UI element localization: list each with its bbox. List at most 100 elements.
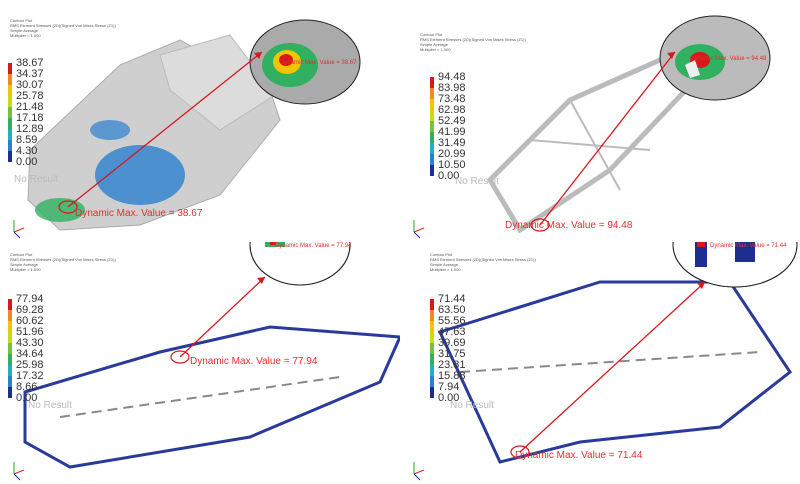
legend-value: 25.98 bbox=[16, 359, 44, 371]
legend-value: 55.56 bbox=[438, 315, 466, 327]
header-title: Contour Plot bbox=[10, 18, 33, 23]
legend-color-band bbox=[8, 354, 12, 365]
legend-value: 71.44 bbox=[438, 293, 466, 305]
legend-value: 0.00 bbox=[16, 156, 38, 168]
header-title: Contour Plot bbox=[10, 252, 33, 257]
legend-color-band bbox=[8, 387, 12, 398]
legend-value: 41.99 bbox=[438, 126, 466, 138]
magnifier-circle bbox=[249, 242, 351, 286]
legend-value: 43.30 bbox=[16, 337, 44, 349]
callout-arrow bbox=[67, 51, 263, 208]
magnified-max-label: Dynamic Max. Value = 94.48 bbox=[690, 56, 767, 62]
legend-color-band bbox=[430, 99, 434, 110]
legend-color-band bbox=[430, 310, 434, 321]
no-result-label: No Result bbox=[14, 174, 58, 185]
legend-color-band bbox=[430, 77, 434, 88]
legend-color-band bbox=[8, 129, 12, 140]
legend-value: 10.50 bbox=[438, 159, 466, 171]
legend-color-band bbox=[8, 376, 12, 387]
legend-value: 17.32 bbox=[16, 370, 44, 382]
header-multiplier: Multiplier = 1.000 bbox=[430, 267, 461, 272]
legend-color-band bbox=[8, 343, 12, 354]
legend-color-band bbox=[430, 343, 434, 354]
header-subtitle: RMS Element Stresses (2D)(Signed Von Mis… bbox=[10, 23, 116, 28]
legend-value: 69.28 bbox=[16, 304, 44, 316]
legend-color-band bbox=[430, 365, 434, 376]
dynamic-max-label: Dynamic Max. Value = 94.48 bbox=[505, 220, 633, 231]
legend-value: 7.94 bbox=[438, 381, 460, 393]
legend-value: 12.89 bbox=[16, 123, 44, 135]
model-mesh bbox=[413, 15, 771, 239]
legend-color-band bbox=[430, 354, 434, 365]
legend-value: 52.49 bbox=[438, 115, 466, 127]
legend-color-band bbox=[8, 107, 12, 118]
arrow-head-icon bbox=[254, 52, 262, 59]
magnified-max-label: Dynamic Max. Value = 71.44 bbox=[710, 243, 787, 249]
legend-value: 8.66 bbox=[16, 381, 38, 393]
legend-color-band bbox=[8, 365, 12, 376]
header-averaging: Simple Average bbox=[10, 28, 38, 33]
legend-color-band bbox=[430, 132, 434, 143]
legend-value: 47.63 bbox=[438, 326, 466, 338]
axis-triad-icon bbox=[413, 462, 425, 481]
header-multiplier: Multiplier = 1.000 bbox=[10, 33, 41, 38]
header-multiplier: Multiplier = 1.000 bbox=[420, 47, 451, 52]
legend-value: 0.00 bbox=[438, 170, 460, 182]
max-location-marker bbox=[510, 445, 530, 459]
callout-arrow bbox=[519, 281, 706, 453]
legend-value: 31.49 bbox=[438, 137, 466, 149]
no-result-label: No Result bbox=[450, 400, 494, 411]
header-multiplier: Multiplier = 1.000 bbox=[10, 267, 41, 272]
header-averaging: Simple Average bbox=[10, 262, 38, 267]
magnified-max-label: Dynamic Max. Value = 77.94 bbox=[275, 243, 352, 249]
legend-value: 62.98 bbox=[438, 104, 466, 116]
magnified-max-label: Dynamic Max. Value = 38.67 bbox=[280, 60, 357, 66]
max-location-marker bbox=[58, 200, 78, 214]
callout-arrow bbox=[539, 51, 676, 226]
legend-value: 77.94 bbox=[16, 293, 44, 305]
legend-color-band bbox=[8, 85, 12, 96]
no-result-label: No Result bbox=[28, 400, 72, 411]
legend-value: 20.99 bbox=[438, 148, 466, 160]
dynamic-max-label: Dynamic Max. Value = 77.94 bbox=[190, 356, 318, 367]
arrow-head-icon bbox=[697, 282, 705, 289]
legend-value: 60.62 bbox=[16, 315, 44, 327]
axis-triad-icon bbox=[13, 220, 25, 239]
model-mesh bbox=[13, 19, 361, 239]
legend-value: 94.48 bbox=[438, 71, 466, 83]
legend-color-band bbox=[8, 310, 12, 321]
legend-color-band bbox=[8, 118, 12, 129]
dynamic-max-label: Dynamic Max. Value = 71.44 bbox=[515, 450, 643, 461]
legend-value: 0.00 bbox=[438, 392, 460, 404]
callout-arrow bbox=[179, 276, 266, 358]
max-location-marker bbox=[530, 218, 550, 232]
legend-color-band bbox=[430, 376, 434, 387]
dynamic-max-label: Dynamic Max. Value = 38.67 bbox=[75, 208, 203, 219]
legend-color-band bbox=[430, 121, 434, 132]
legend-color-band bbox=[8, 74, 12, 85]
header-title: Contour Plot bbox=[420, 32, 443, 37]
legend-color-band bbox=[8, 63, 12, 74]
legend-value: 21.48 bbox=[16, 101, 44, 113]
legend-value: 38.67 bbox=[16, 57, 44, 69]
model-mesh bbox=[413, 242, 798, 481]
magnified-view bbox=[660, 16, 770, 100]
legend-value: 63.50 bbox=[438, 304, 466, 316]
legend-value: 4.30 bbox=[16, 145, 38, 157]
axis-triad-icon bbox=[13, 462, 25, 481]
legend-color-band bbox=[430, 154, 434, 165]
legend-color-band bbox=[8, 321, 12, 332]
max-location-marker bbox=[170, 350, 190, 364]
legend-value: 83.98 bbox=[438, 82, 466, 94]
legend-color-band bbox=[430, 332, 434, 343]
model-mesh bbox=[13, 242, 400, 481]
magnifier-circle bbox=[672, 242, 798, 288]
no-result-label: No Result bbox=[455, 176, 499, 187]
